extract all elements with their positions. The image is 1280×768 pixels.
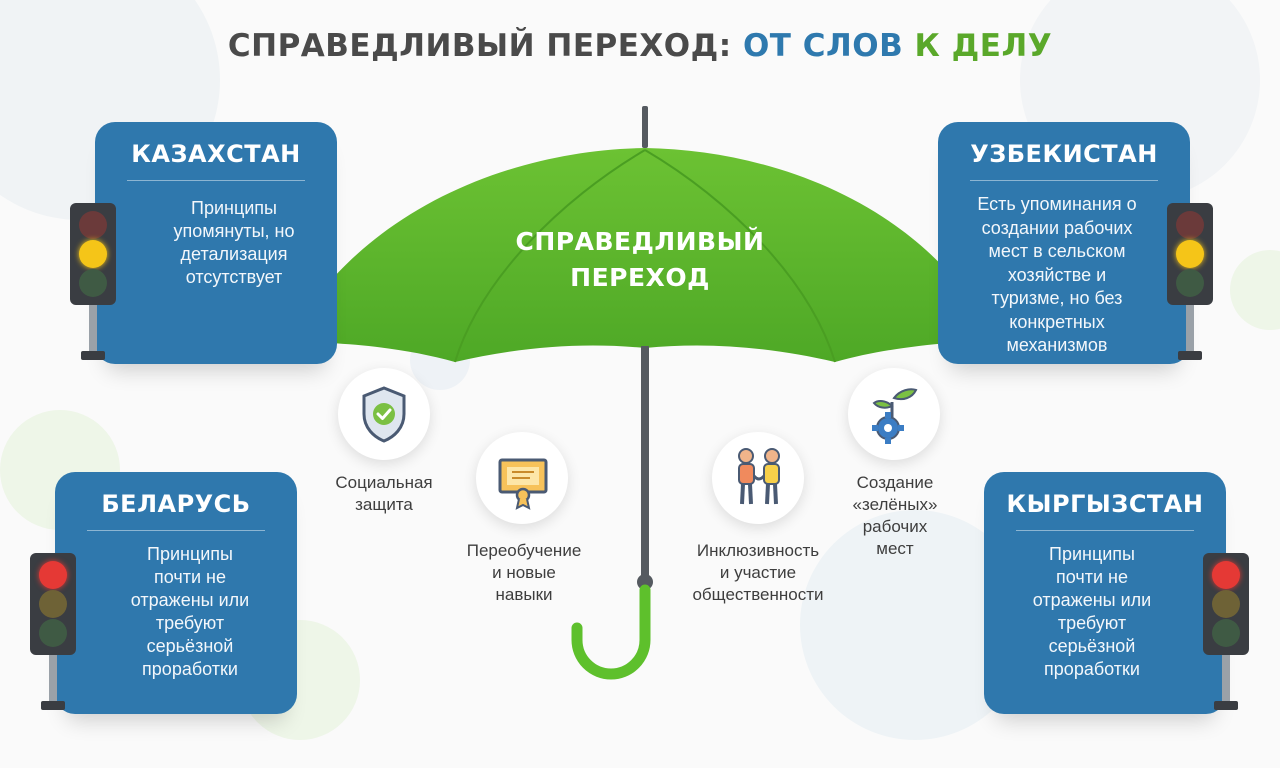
yellow-lamp-on xyxy=(79,240,107,268)
traffic-light-pole xyxy=(89,305,97,353)
country-card-kyrgyzstan: КЫРГЫЗСТАН Принципы почти не отражены ил… xyxy=(984,472,1226,714)
umbrella-rib xyxy=(454,149,646,363)
country-name: БЕЛАРУСЬ xyxy=(101,490,251,518)
umbrella-label-line-1: СПРАВЕДЛИВЫЙ xyxy=(515,227,765,256)
divider xyxy=(87,530,265,531)
country-card-uzbekistan: УЗБЕКИСТАН Есть упоминания о создании ра… xyxy=(938,122,1190,364)
divider xyxy=(127,180,305,181)
yellow-lamp-off xyxy=(1212,590,1240,618)
umbrella-label-line-2: ПЕРЕХОД xyxy=(570,263,710,292)
description-line: Принципы xyxy=(147,544,233,564)
description-line: отражены или xyxy=(130,590,250,610)
traffic-light-pole xyxy=(49,655,57,703)
description-line: проработки xyxy=(1044,659,1140,679)
social-protection-label: Социальная защита xyxy=(318,472,450,516)
description-line: конкретных xyxy=(1009,311,1105,332)
label-line: и участие xyxy=(719,563,797,582)
social-protection-icon-circle xyxy=(338,368,430,460)
label-line: Социальная xyxy=(335,473,433,492)
country-description: Есть упоминания о создании рабочих мест … xyxy=(938,193,1190,358)
umbrella-label: СПРАВЕДЛИВЫЙ ПЕРЕХОД xyxy=(440,224,840,296)
description-line: создании рабочих xyxy=(981,217,1133,238)
green-jobs-label: Создание «зелёных» рабочих мест xyxy=(830,472,960,560)
description-line: проработки xyxy=(142,659,238,679)
traffic-light-base xyxy=(81,351,105,360)
country-name: УЗБЕКИСТАН xyxy=(970,140,1158,168)
umbrella-tip xyxy=(642,106,648,148)
umbrella-rib xyxy=(644,149,836,363)
title-part-2: ОТ СЛОВ xyxy=(742,28,904,64)
country-card-kazakhstan: КАЗАХСТАН Принципы упомянуты, но детализ… xyxy=(95,122,337,364)
umbrella-handle xyxy=(571,584,651,680)
divider xyxy=(970,180,1158,181)
country-card-belarus: БЕЛАРУСЬ Принципы почти не отражены или … xyxy=(55,472,297,714)
red-lamp-off xyxy=(1176,211,1204,239)
label-line: Инклюзивность xyxy=(696,541,820,560)
description-line: серьёзной xyxy=(1048,636,1136,656)
country-name: КЫРГЫЗСТАН xyxy=(1006,490,1204,518)
green-lamp-off xyxy=(1176,269,1204,297)
red-lamp-off xyxy=(79,211,107,239)
country-description: Принципы почти не отражены или требуют с… xyxy=(984,543,1226,681)
umbrella-joint xyxy=(637,574,653,590)
description-line: хозяйстве и xyxy=(1007,264,1107,285)
red-lamp-on xyxy=(39,561,67,589)
label-line: общественности xyxy=(692,585,824,604)
green-lamp-off xyxy=(1212,619,1240,647)
description-line: серьёзной xyxy=(146,636,234,656)
label-line: мест xyxy=(876,539,914,558)
description-line: мест в сельском xyxy=(988,241,1126,261)
description-line: почти не xyxy=(154,567,226,587)
label-line: защита xyxy=(355,495,413,514)
description-line: Есть упоминания о xyxy=(977,194,1137,214)
traffic-light-base xyxy=(1178,351,1202,360)
description-line: механизмов xyxy=(1006,335,1108,355)
country-description: Принципы упомянуты, но детализация отсут… xyxy=(95,197,337,289)
description-line: упомянуты, но xyxy=(173,221,295,241)
description-line: Принципы xyxy=(1049,544,1135,564)
green-lamp-off xyxy=(39,619,67,647)
description-line: туризме, но без xyxy=(991,288,1123,308)
description-line: Принципы xyxy=(191,198,277,218)
sprout-gear-icon xyxy=(872,388,918,444)
red-lamp-on xyxy=(1212,561,1240,589)
retraining-icon-circle xyxy=(476,432,568,524)
description-line: отражены или xyxy=(1032,590,1152,610)
certificate-icon xyxy=(498,458,548,510)
traffic-light-base xyxy=(41,701,65,710)
description-line: детализация xyxy=(180,244,288,264)
yellow-lamp-on xyxy=(1176,240,1204,268)
label-line: навыки xyxy=(495,585,553,604)
country-name: КАЗАХСТАН xyxy=(131,140,301,168)
country-description: Принципы почти не отражены или требуют с… xyxy=(55,543,297,681)
inclusion-label: Инклюзивность и участие общественности xyxy=(672,540,844,606)
umbrella-shaft xyxy=(641,346,649,578)
retraining-label: Переобучение и новые навыки xyxy=(444,540,604,606)
people-holding-hands-icon xyxy=(738,448,780,505)
yellow-lamp-off xyxy=(39,590,67,618)
traffic-light-base xyxy=(1214,701,1238,710)
inclusion-icon-circle xyxy=(712,432,804,524)
green-jobs-icon-circle xyxy=(848,368,940,460)
umbrella-canopy xyxy=(287,148,995,362)
label-line: Создание xyxy=(856,473,934,492)
description-line: требуют xyxy=(155,613,225,633)
label-line: «зелёных» xyxy=(852,495,938,514)
traffic-light-pole xyxy=(1222,655,1230,703)
label-line: рабочих xyxy=(862,517,928,536)
label-line: Переобучение xyxy=(466,541,582,560)
green-lamp-off xyxy=(79,269,107,297)
title-part-3: К ДЕЛУ xyxy=(914,28,1053,64)
title-part-1: СПРАВЕДЛИВЫЙ ПЕРЕХОД: xyxy=(227,28,732,64)
traffic-light-pole xyxy=(1186,305,1194,353)
description-line: требуют xyxy=(1057,613,1127,633)
divider xyxy=(1016,530,1194,531)
label-line: и новые xyxy=(492,563,556,582)
description-line: отсутствует xyxy=(185,267,283,287)
shield-check-icon xyxy=(362,386,406,443)
description-line: почти не xyxy=(1056,567,1128,587)
page-title: СПРАВЕДЛИВЫЙ ПЕРЕХОД: ОТ СЛОВ К ДЕЛУ xyxy=(0,28,1280,64)
